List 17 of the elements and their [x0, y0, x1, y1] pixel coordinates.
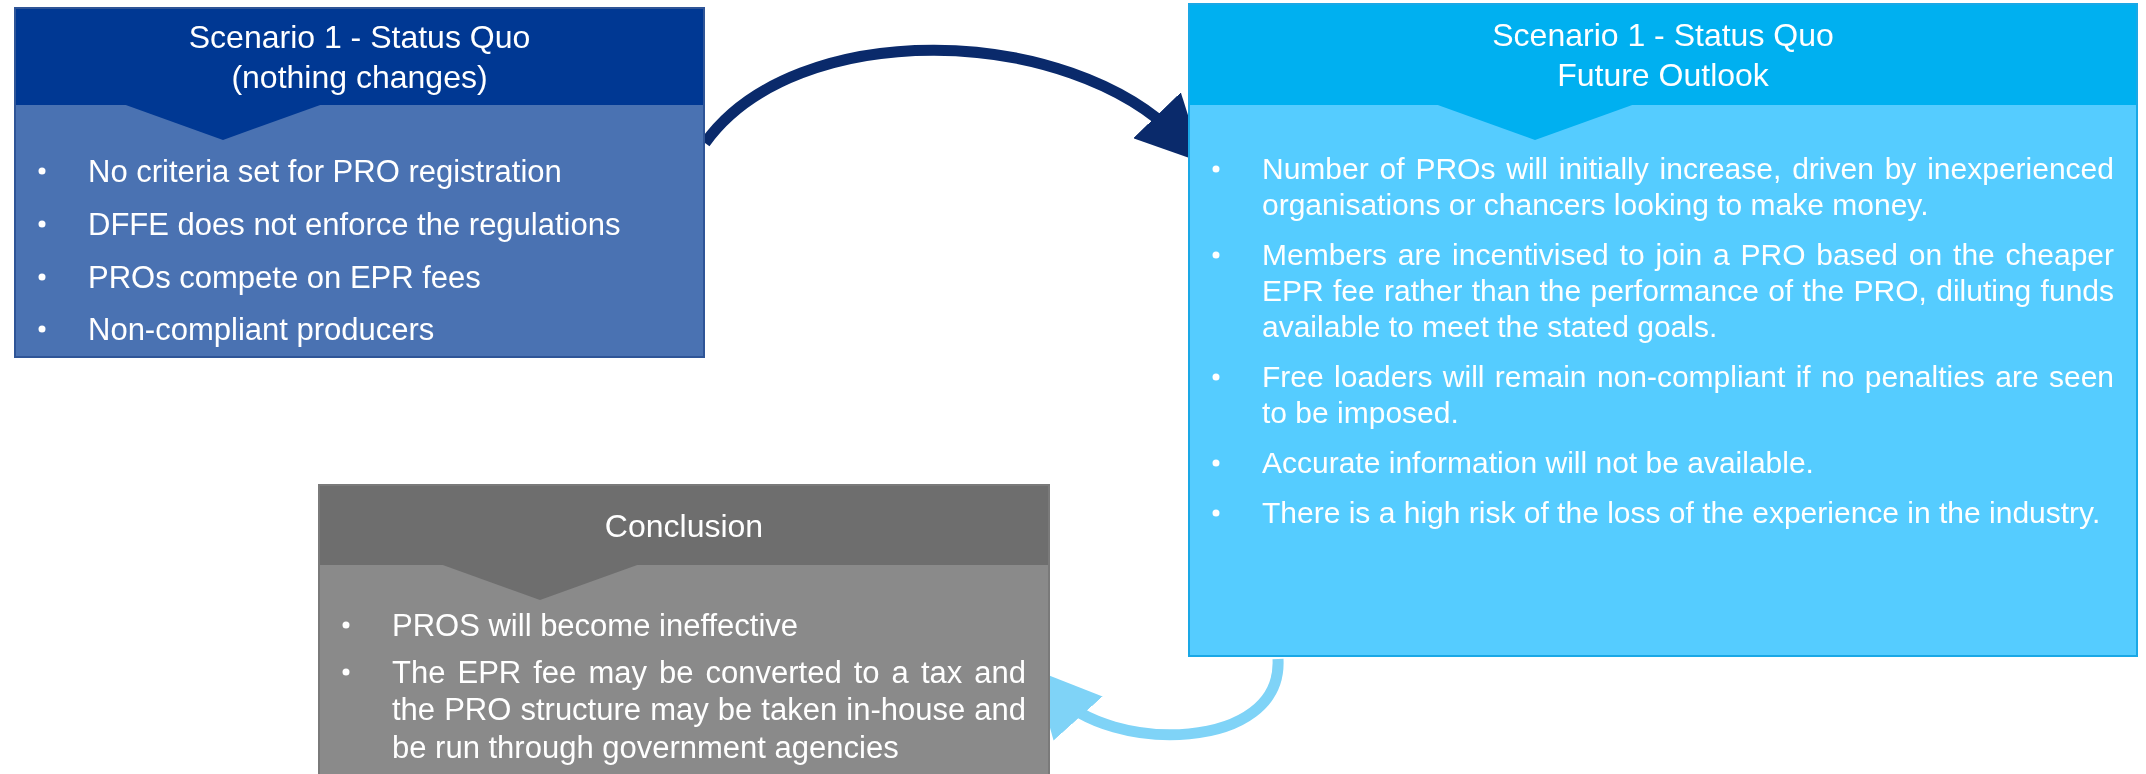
text-panel: [318, 484, 1050, 774]
panel-title: Scenario 1 - Status Quo Future Outlook: [1491, 16, 1835, 95]
bullet-text: DFFE does not enforce the regulations: [88, 205, 622, 244]
bullet-text: Free loaders will remain non-compliant if no penalties are seen to be imposed.: [1262, 359, 2114, 431]
text-panel: [1188, 3, 2138, 657]
bullet-text: Accurate information will not be available.: [1262, 445, 1815, 481]
bullet-text: Members are incentivised to join a PRO based on the cheaper EPR fee rather than the performance of the PRO, diluting funds available to meet the stated goals.: [1262, 237, 2114, 345]
panel-title: Scenario 1 - Status Quo (nothing changes): [187, 18, 532, 97]
text-panel: [14, 7, 705, 358]
bullet-text: Number of PROs will initially increase, driven by inexperienced organisations or chancers looking to make money.: [1262, 151, 2114, 223]
bullet-text: Non-compliant producers: [88, 311, 436, 350]
bullet-text: The EPR fee may be converted to a tax and the PRO structure may be taken in-house and be run through government agencies: [392, 654, 1026, 766]
panel-title: Conclusion: [603, 506, 765, 546]
bullet-text: No criteria set for PRO registration: [88, 153, 563, 191]
bullet-text: There is a high risk of the loss of the experience in the industry.: [1262, 495, 2102, 531]
bullet-text: PROs compete on EPR fees: [88, 258, 482, 297]
bullet-text: PROS will become ineffective: [392, 607, 800, 645]
